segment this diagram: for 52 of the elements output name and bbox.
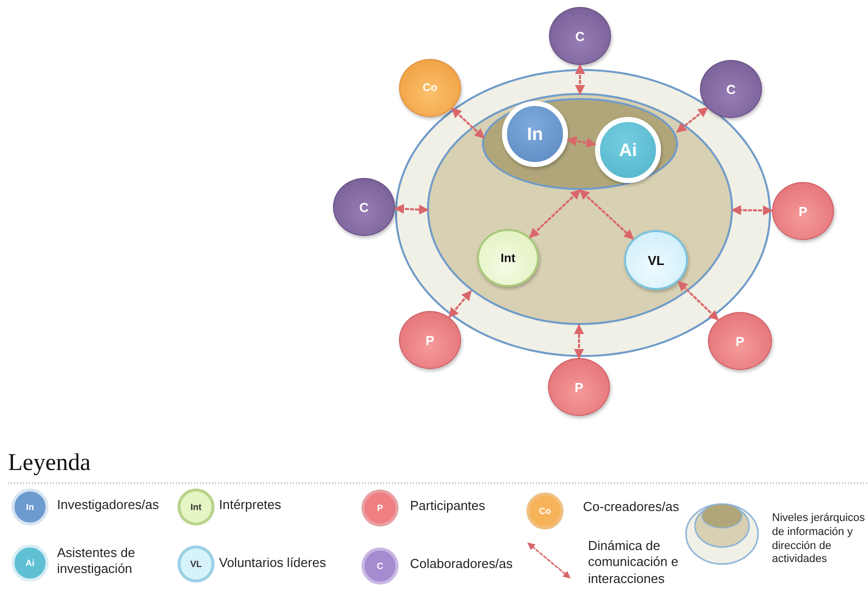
double-arrow: [678, 280, 719, 321]
node-label: Ai: [619, 140, 637, 160]
circle-node: [549, 7, 611, 65]
node-label: P: [736, 334, 744, 348]
swatch-label: C: [376, 560, 384, 572]
node-label: C: [575, 28, 585, 44]
circle-node: [399, 59, 461, 117]
double-arrow: [394, 204, 429, 215]
circle-node: [399, 311, 461, 369]
swatch-label: In: [25, 501, 35, 513]
node-label: C: [359, 200, 369, 214]
circle-node: [708, 312, 772, 370]
swatch-label: P: [376, 502, 384, 514]
double-arrow: [529, 189, 581, 238]
circle-node: [477, 229, 539, 287]
circle-node: [595, 117, 661, 183]
double-arrow: [574, 324, 584, 359]
circle-node: [333, 178, 395, 236]
legend-text: Co-creadores/as: [583, 499, 680, 516]
circle-node: [772, 182, 834, 240]
legend-text: Intérpretes: [219, 497, 282, 514]
circle-node: [700, 60, 762, 118]
legend-text: Niveles jerárquicos de información y dirección de actividades: [772, 512, 866, 567]
circle-node: [502, 101, 568, 167]
node-label: P: [574, 380, 584, 394]
node-label: Co: [422, 82, 438, 94]
double-arrow: [731, 205, 773, 216]
double-arrow: [566, 136, 596, 148]
legend-text: Asistentes de investigación: [57, 545, 136, 578]
legend-text: Participantes: [410, 498, 486, 514]
swatch-label: Int: [190, 501, 202, 513]
circle-node: [624, 230, 688, 290]
circle-node: [548, 358, 610, 416]
node-label: In: [527, 124, 543, 144]
legend-text: Colaboradores/as: [410, 556, 514, 572]
double-arrow: [676, 107, 708, 133]
legend-text: Voluntarios líderes: [219, 555, 327, 572]
legend-heading: Leyenda: [8, 449, 91, 478]
node-label: Int: [500, 251, 516, 265]
node-label: C: [726, 82, 736, 96]
node-label: P: [798, 204, 808, 218]
node-label: VL: [648, 252, 664, 268]
swatch-label: VL: [189, 558, 203, 570]
double-arrow: [448, 290, 472, 318]
node-label: P: [426, 332, 434, 348]
double-arrow: [579, 189, 634, 240]
swatch-label: Ai: [24, 557, 36, 569]
double-arrow: [451, 108, 485, 139]
legend-text: Dinámica de comunicación e interacciones: [588, 538, 680, 587]
legend-text: Investigadores/as: [57, 497, 160, 514]
double-arrow: [575, 64, 585, 95]
swatch-label: Co: [538, 505, 552, 517]
